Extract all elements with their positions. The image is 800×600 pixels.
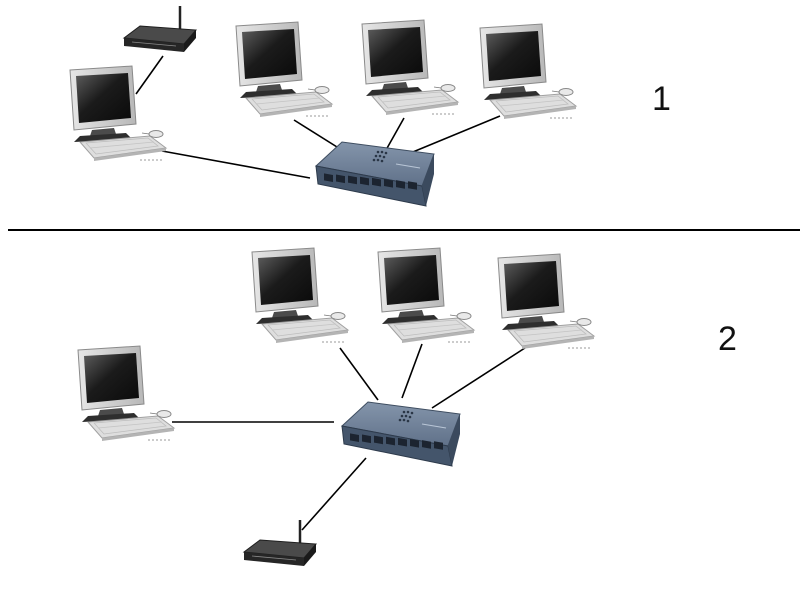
section-label: 1 — [652, 80, 671, 118]
cable — [135, 55, 164, 95]
workstation — [361, 19, 459, 116]
cable — [401, 343, 423, 399]
workstation — [251, 247, 349, 344]
workstation — [77, 345, 175, 442]
cable — [431, 345, 529, 409]
section-label: 2 — [718, 320, 737, 358]
wireless-router — [122, 4, 198, 54]
network-switch — [315, 141, 435, 207]
section-1: 1 — [69, 4, 671, 207]
cable — [301, 457, 367, 531]
cable — [161, 150, 311, 179]
cable — [339, 347, 379, 401]
workstation — [235, 21, 333, 118]
workstation — [479, 23, 577, 120]
cable — [385, 117, 405, 151]
workstation — [377, 247, 475, 344]
workstation — [497, 253, 595, 350]
section-2: 2 — [77, 247, 737, 568]
cables-section-2 — [172, 343, 529, 531]
workstation — [69, 65, 167, 162]
network-switch — [341, 401, 461, 467]
cable — [407, 115, 501, 155]
cables-section-1 — [135, 55, 501, 179]
